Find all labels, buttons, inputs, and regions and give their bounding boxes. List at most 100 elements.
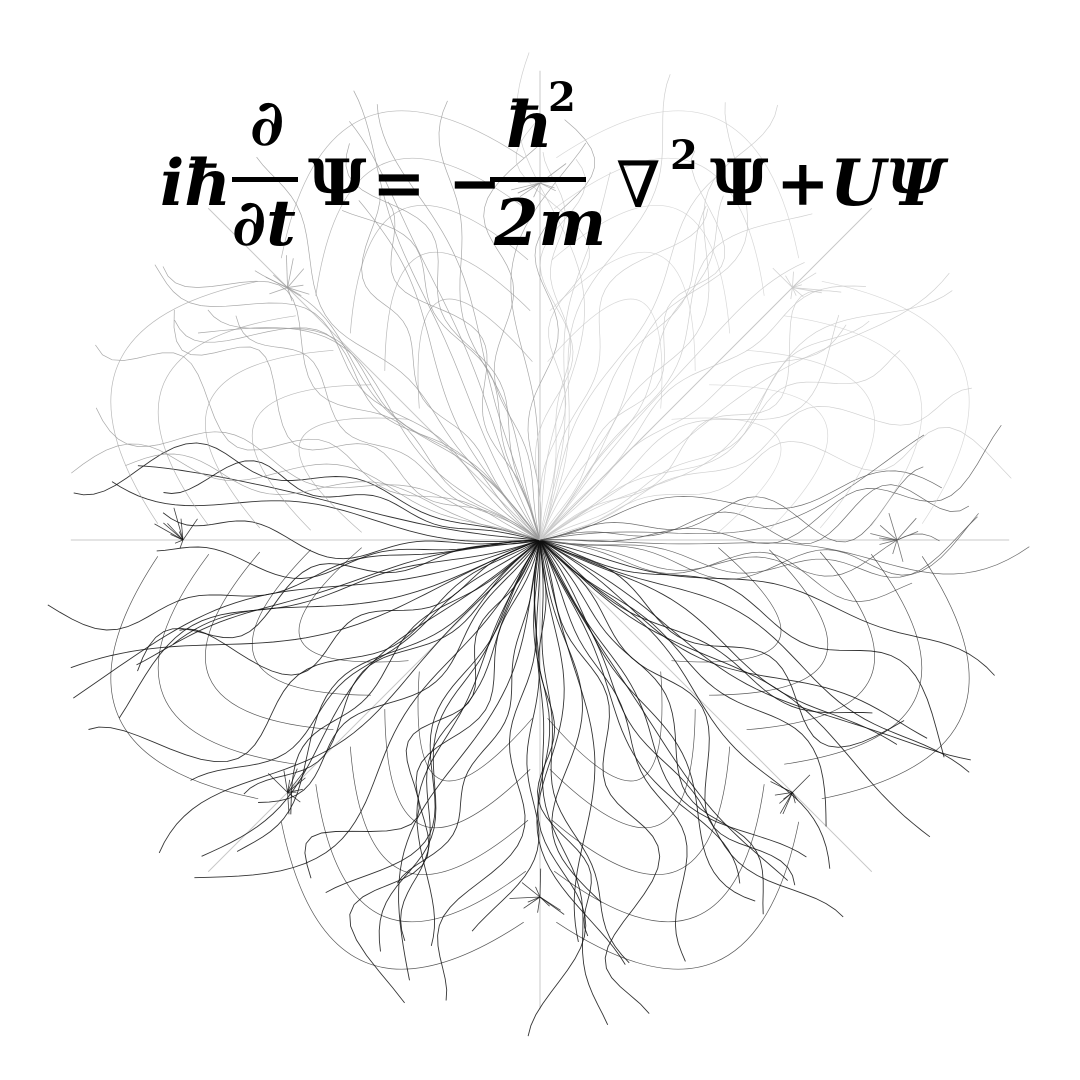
knot-cluster-stroke bbox=[792, 287, 797, 296]
trajectory-path bbox=[539, 290, 842, 541]
knot-cluster-stroke bbox=[879, 524, 898, 541]
knot-cluster-stroke bbox=[287, 287, 302, 297]
trajectory-path bbox=[378, 539, 541, 952]
knot-cluster-stroke bbox=[792, 287, 822, 294]
trajectory-path bbox=[539, 539, 1030, 575]
trajectory-path bbox=[162, 512, 541, 560]
trajectory-path bbox=[201, 539, 541, 857]
eq-hbar-numerator: ħ bbox=[506, 88, 553, 163]
trajectory-path bbox=[438, 100, 541, 541]
petal-lobe-curve bbox=[417, 298, 533, 409]
trajectory-path bbox=[483, 142, 542, 541]
knot-cluster-stroke bbox=[269, 287, 288, 295]
knot-cluster-stroke bbox=[287, 287, 310, 295]
trajectory-path bbox=[190, 539, 541, 781]
petal-lobe-curve bbox=[158, 553, 296, 765]
knot-cluster-stroke bbox=[792, 792, 796, 804]
knot-cluster-stroke bbox=[287, 258, 294, 288]
knot-cluster-stroke bbox=[774, 792, 793, 796]
petal-lobe-curve bbox=[298, 417, 409, 533]
trajectory-path bbox=[207, 309, 541, 541]
knot-cluster-stroke bbox=[163, 522, 184, 541]
knot-cluster-stroke bbox=[287, 268, 305, 288]
petal-lobe-curve bbox=[280, 821, 524, 970]
knot-cluster-stroke bbox=[782, 792, 793, 815]
trajectory-path bbox=[535, 539, 609, 1025]
petal-lobe-curve bbox=[709, 549, 828, 696]
trajectory-path bbox=[539, 539, 661, 1014]
trajectory-path bbox=[539, 213, 813, 541]
trajectory-path bbox=[345, 143, 541, 541]
knot-cluster-stroke bbox=[287, 779, 291, 793]
knot-cluster-stroke bbox=[180, 518, 184, 541]
trajectory-path bbox=[539, 350, 901, 541]
knot-cluster-stroke bbox=[521, 882, 541, 898]
knot-cluster-stroke bbox=[779, 792, 793, 814]
trajectory-path bbox=[539, 539, 995, 676]
knot-cluster-stroke bbox=[539, 868, 542, 898]
petal-lobe-curve bbox=[384, 709, 531, 828]
eq-partial-denominator: ∂t bbox=[232, 186, 296, 261]
trajectory-path bbox=[416, 539, 541, 946]
trajectory-path bbox=[341, 210, 541, 541]
trajectory-path bbox=[539, 516, 978, 578]
trajectory-path bbox=[510, 142, 587, 541]
trajectory-path bbox=[539, 539, 905, 748]
trajectory-path bbox=[539, 102, 749, 541]
trajectory-path bbox=[539, 539, 913, 602]
trajectory-path bbox=[539, 152, 572, 541]
knot-cluster-stroke bbox=[287, 767, 308, 793]
trajectory-path bbox=[172, 539, 541, 645]
trajectory-path bbox=[95, 407, 541, 541]
trajectory-path bbox=[539, 285, 866, 541]
petal-lobe-curve bbox=[158, 315, 296, 527]
trajectory-path bbox=[349, 539, 541, 1004]
trajectory-path bbox=[539, 539, 827, 827]
knot-cluster-stroke bbox=[523, 896, 541, 909]
eq-plus: + bbox=[776, 146, 830, 221]
trajectory-path bbox=[539, 539, 602, 903]
petal-lobe-curve bbox=[551, 205, 731, 334]
eq-psi-rhs: Ψ bbox=[710, 146, 769, 221]
trajectory-path bbox=[254, 270, 541, 541]
petal-lobe-curve bbox=[746, 349, 875, 529]
eq-potential-term: UΨ bbox=[830, 146, 945, 221]
trajectory-path bbox=[95, 344, 541, 541]
trajectory-path bbox=[539, 539, 807, 858]
trajectory-path bbox=[539, 470, 942, 541]
eq-equals-minus: = − bbox=[372, 146, 502, 221]
petal-lobe-curve bbox=[252, 384, 371, 531]
trajectory-path bbox=[539, 539, 596, 942]
petal-lobe-curve bbox=[547, 671, 663, 782]
knot-cluster-stroke bbox=[286, 255, 288, 288]
trajectory-path bbox=[539, 434, 925, 541]
petal-lobe-curve bbox=[298, 547, 409, 663]
eq-fraction-bar-time bbox=[232, 177, 298, 182]
trajectory-path bbox=[325, 539, 541, 893]
knot-cluster-stroke bbox=[792, 272, 817, 288]
trajectory-path bbox=[539, 539, 970, 773]
knot-cluster-stroke bbox=[539, 182, 555, 189]
petal-lobe-curve bbox=[549, 252, 696, 371]
knot-cluster-stroke bbox=[896, 517, 917, 541]
trajectory-path bbox=[154, 264, 541, 541]
knot-cluster-stroke bbox=[173, 507, 184, 541]
trajectory-path bbox=[125, 453, 541, 541]
knot-cluster-stroke bbox=[287, 792, 290, 815]
eq-i-hbar: iħ bbox=[160, 146, 231, 221]
knot-cluster-stroke bbox=[792, 271, 794, 288]
eq-fraction-bar-kinetic bbox=[490, 177, 586, 182]
petal-lobe-curve bbox=[252, 549, 371, 696]
eq-laplacian-exponent: 2 bbox=[670, 132, 698, 179]
petal-lobe-curve bbox=[110, 556, 259, 800]
eq-psi-lhs: Ψ bbox=[308, 146, 367, 221]
knot-cluster-stroke bbox=[517, 182, 541, 194]
petal-lobe-curve bbox=[553, 158, 765, 296]
knot-cluster-stroke bbox=[892, 539, 898, 555]
trajectory-path bbox=[400, 539, 541, 942]
trajectory-path bbox=[398, 539, 541, 981]
trajectory-path bbox=[353, 90, 541, 541]
trajectory-path bbox=[70, 539, 541, 669]
petal-lobe-curve bbox=[709, 384, 828, 531]
